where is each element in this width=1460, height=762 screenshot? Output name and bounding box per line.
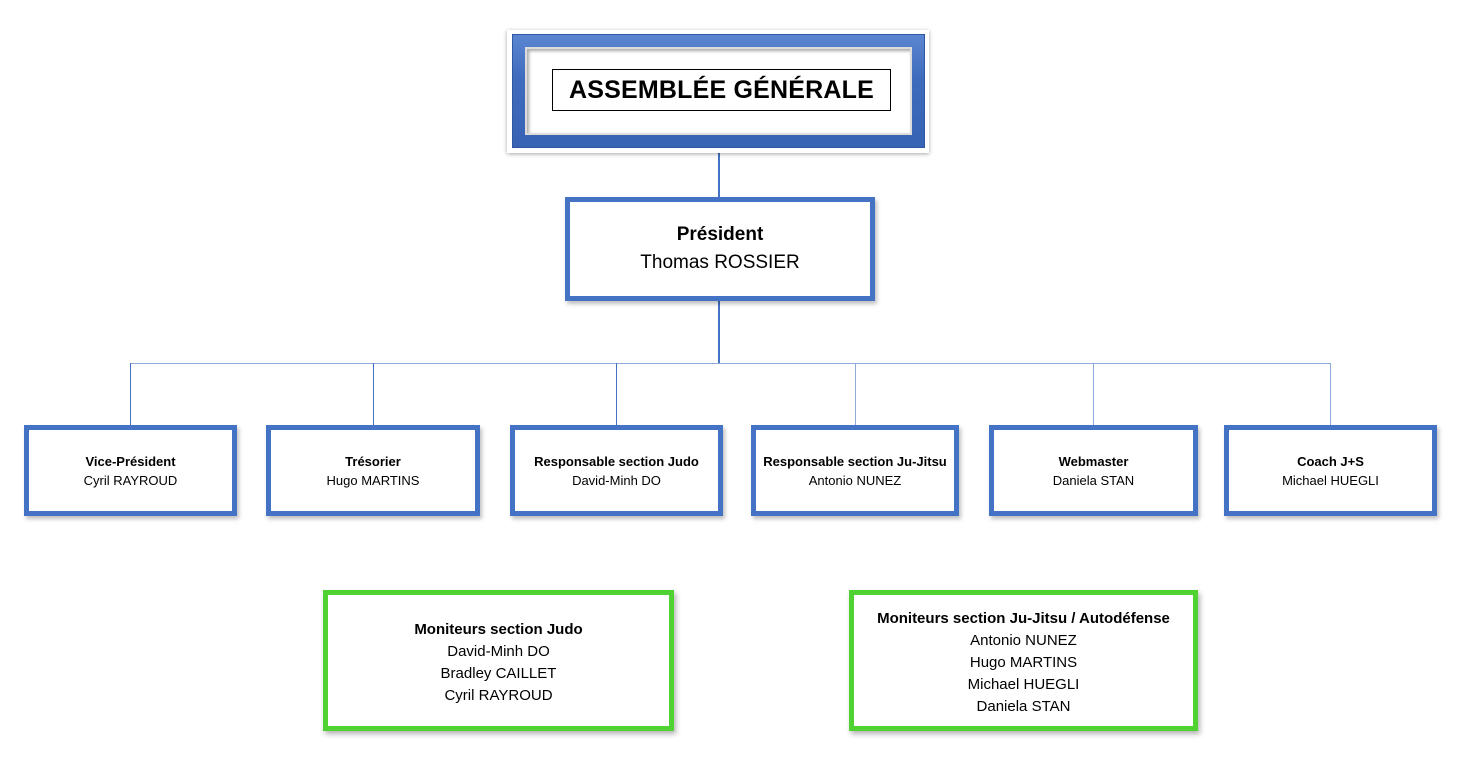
role-node-webmaster: Webmaster Daniela STAN bbox=[989, 425, 1198, 516]
role-holder-name: Hugo MARTINS bbox=[326, 472, 420, 488]
connector-horizontal-bus bbox=[130, 363, 1331, 364]
role-node-resp-jujitsu: Responsable section Ju-Jitsu Antonio NUN… bbox=[751, 425, 959, 516]
connector-drop-webmaster bbox=[1093, 363, 1094, 426]
connector-drop-tresorier bbox=[373, 363, 374, 426]
group-member: Bradley CAILLET bbox=[440, 664, 557, 682]
connector-drop-resp-judo bbox=[616, 363, 617, 426]
role-holder-name: Michael HUEGLI bbox=[1282, 472, 1379, 488]
connector-president-down bbox=[718, 300, 720, 364]
role-node-coach-js: Coach J+S Michael HUEGLI bbox=[1224, 425, 1437, 516]
connector-ag-to-president bbox=[718, 152, 720, 198]
role-title: Trésorier bbox=[345, 453, 401, 469]
role-node-tresorier: Trésorier Hugo MARTINS bbox=[266, 425, 480, 516]
group-member: Cyril RAYROUD bbox=[444, 686, 553, 704]
instructors-judo-node: Moniteurs section Judo David-Minh DO Bra… bbox=[323, 590, 674, 731]
assemblee-generale-title: ASSEMBLÉE GÉNÉRALE bbox=[552, 69, 891, 111]
role-title: Webmaster bbox=[1058, 453, 1129, 469]
role-holder-name: Daniela STAN bbox=[1052, 472, 1135, 488]
role-title: Vice-Président bbox=[85, 453, 176, 469]
group-member: Hugo MARTINS bbox=[969, 653, 1078, 671]
role-holder-name: David-Minh DO bbox=[572, 472, 661, 488]
president-node: Président Thomas ROSSIER bbox=[565, 197, 875, 301]
group-member: Antonio NUNEZ bbox=[970, 631, 1077, 649]
group-title: Moniteurs section Ju-Jitsu / Autodéfense bbox=[877, 609, 1170, 627]
role-title: Responsable section Judo bbox=[534, 453, 699, 469]
connector-drop-coach bbox=[1330, 363, 1331, 426]
role-title: Coach J+S bbox=[1297, 453, 1364, 469]
connector-drop-resp-jujitsu bbox=[855, 363, 856, 426]
role-holder-name: Cyril RAYROUD bbox=[83, 472, 178, 488]
role-holder-name: Thomas ROSSIER bbox=[640, 252, 800, 273]
group-title: Moniteurs section Judo bbox=[414, 620, 583, 638]
role-holder-name: Antonio NUNEZ bbox=[808, 472, 902, 488]
connector-drop-vice-president bbox=[130, 363, 131, 426]
group-member: Daniela STAN bbox=[976, 697, 1071, 715]
role-title: Responsable section Ju-Jitsu bbox=[763, 453, 947, 469]
role-title: Président bbox=[676, 224, 764, 245]
instructors-jujitsu-node: Moniteurs section Ju-Jitsu / Autodéfense… bbox=[849, 590, 1198, 731]
role-node-vice-president: Vice-Président Cyril RAYROUD bbox=[24, 425, 237, 516]
role-node-resp-judo: Responsable section Judo David-Minh DO bbox=[510, 425, 723, 516]
group-member: David-Minh DO bbox=[447, 642, 550, 660]
group-member: Michael HUEGLI bbox=[967, 675, 1080, 693]
